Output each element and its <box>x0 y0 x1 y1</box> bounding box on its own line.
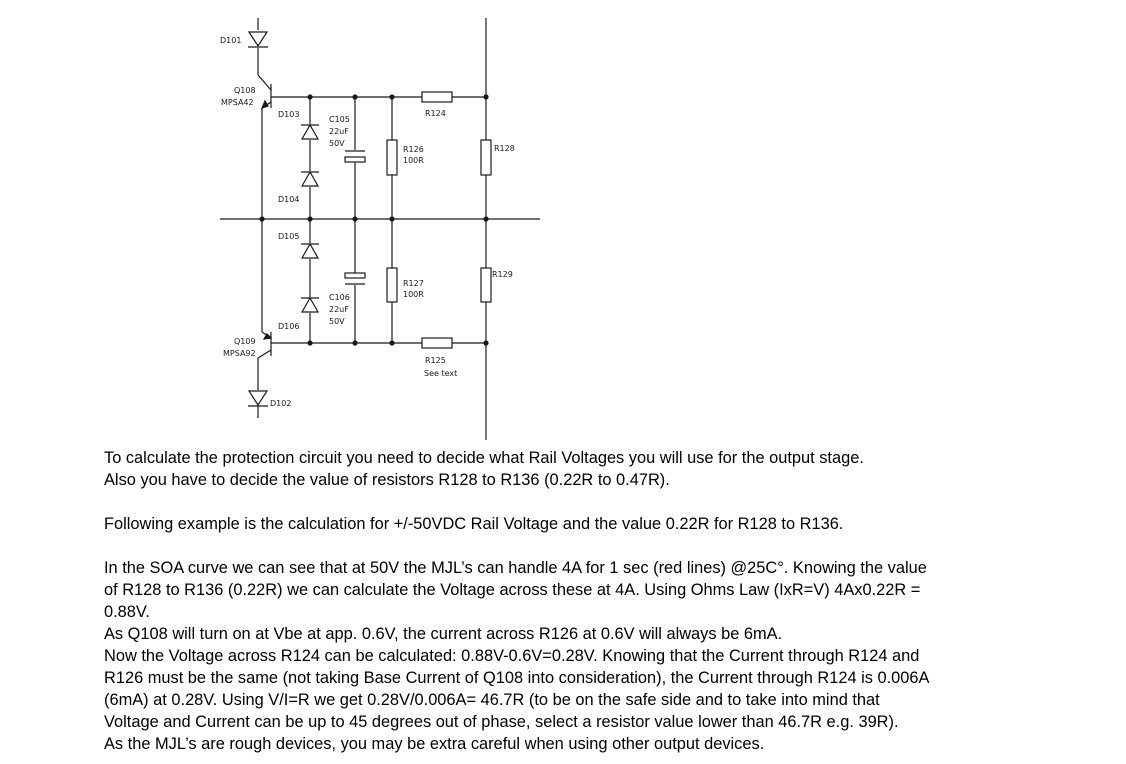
label-r126: R126 <box>403 145 424 154</box>
text-line: Also you have to decide the value of res… <box>104 471 670 489</box>
text-line: In the SOA curve we can see that at 50V … <box>104 559 927 577</box>
diode-d106-symbol <box>300 296 320 313</box>
label-d103: D103 <box>278 110 299 119</box>
label-c105: C105 <box>329 115 350 124</box>
label-r125-note: See text <box>424 369 457 378</box>
label-d104: D104 <box>278 195 299 204</box>
diode-d101-symbol <box>247 31 269 48</box>
label-r129: R129 <box>492 270 513 279</box>
text-line: R126 must be the same (not taking Base C… <box>104 669 930 687</box>
text-line: Following example is the calculation for… <box>104 515 844 533</box>
resistor-r129-symbol <box>480 267 492 303</box>
transistor-q109-symbol <box>257 331 273 359</box>
diode-d103-symbol <box>300 123 320 140</box>
label-r124: R124 <box>425 109 446 118</box>
label-c105-value: 22uF <box>329 127 349 136</box>
label-q108: Q108 <box>234 86 256 95</box>
label-d105: D105 <box>278 232 299 241</box>
text-line: As Q108 will turn on at Vbe at app. 0.6V… <box>104 625 783 643</box>
resistor-r125-symbol <box>421 337 453 349</box>
text-line: (6mA) at 0.28V. Using V/I=R we get 0.28V… <box>104 691 880 709</box>
label-d102: D102 <box>270 399 291 408</box>
label-r127-value: 100R <box>403 290 424 299</box>
diode-d104-symbol <box>300 170 320 187</box>
transistor-q108-symbol <box>257 74 272 109</box>
protection-circuit-schematic: D101 Q108 MPSA42 D103 C105 22uF 50V R124… <box>220 18 540 440</box>
label-d101: D101 <box>220 36 241 45</box>
resistor-r127-symbol <box>386 267 398 303</box>
capacitor-c105-symbol <box>344 150 366 163</box>
diode-d105-symbol <box>300 242 320 259</box>
junction-dots <box>259 94 489 346</box>
text-line: To calculate the protection circuit you … <box>104 449 864 467</box>
label-q109-type: MPSA92 <box>223 349 256 358</box>
label-q108-type: MPSA42 <box>221 98 254 107</box>
wires <box>220 18 540 440</box>
resistor-r126-symbol <box>386 139 398 176</box>
text-line: 0.88V. <box>104 603 150 621</box>
text-line: Now the Voltage across R124 can be calcu… <box>104 647 920 665</box>
label-r125: R125 <box>425 356 446 365</box>
label-d106: D106 <box>278 322 299 331</box>
label-r127: R127 <box>403 279 424 288</box>
resistor-r128-symbol <box>480 139 492 176</box>
label-c106-voltage: 50V <box>329 317 345 326</box>
label-c106-value: 22uF <box>329 305 349 314</box>
text-line: of R128 to R136 (0.22R) we can calculate… <box>104 581 921 599</box>
text-line: As the MJL’s are rough devices, you may … <box>104 735 765 753</box>
label-r126-value: 100R <box>403 156 424 165</box>
resistor-r124-symbol <box>421 91 453 103</box>
explanation-text: To calculate the protection circuit you … <box>104 447 1084 755</box>
label-q109: Q109 <box>234 337 256 346</box>
label-c106: C106 <box>329 293 350 302</box>
capacitor-c106-symbol <box>344 272 366 285</box>
label-c105-voltage: 50V <box>329 139 345 148</box>
label-r128: R128 <box>494 144 515 153</box>
diode-d102-symbol <box>247 390 269 407</box>
text-line: Voltage and Current can be up to 45 degr… <box>104 713 899 731</box>
